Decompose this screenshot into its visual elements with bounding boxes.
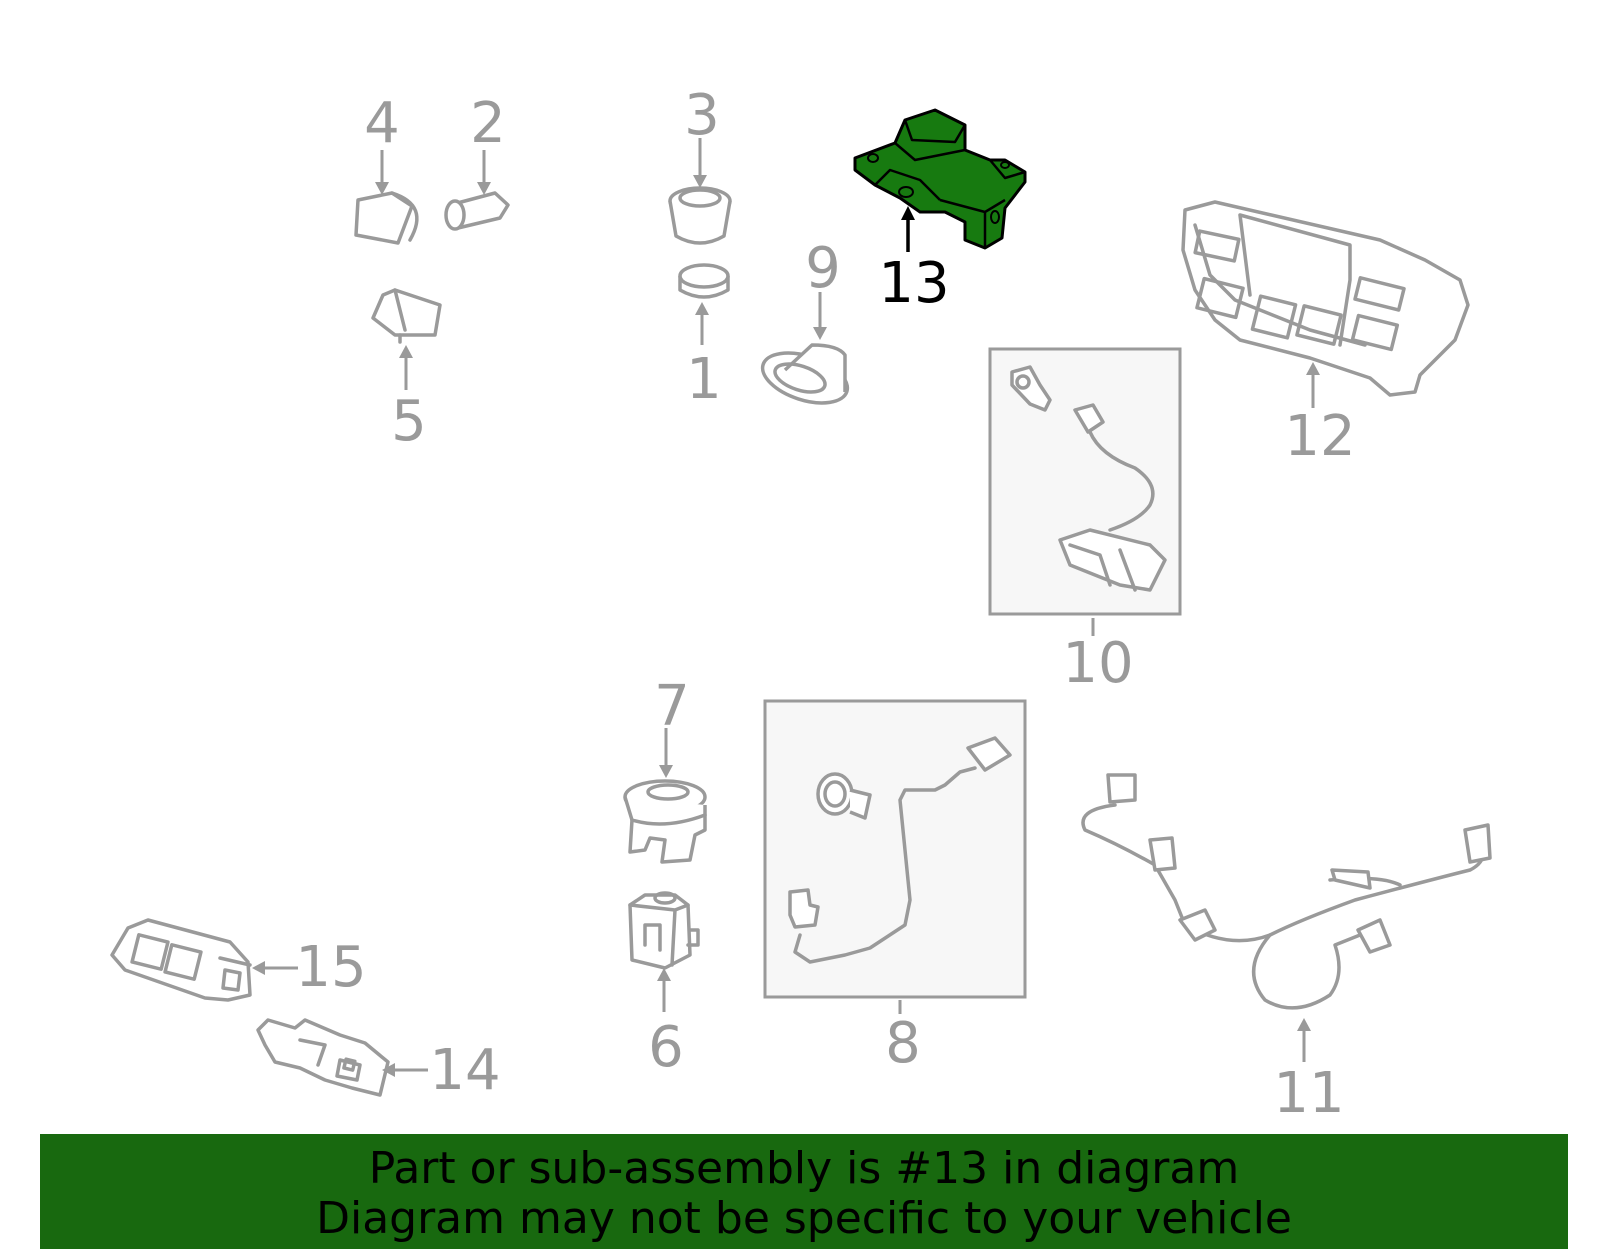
part-11[interactable]	[1081, 773, 1492, 1010]
banner-line-1: Part or sub-assembly is #13 in diagram	[368, 1143, 1240, 1194]
callout-15[interactable]: 15	[295, 935, 366, 1000]
callout-13[interactable]: 13	[878, 251, 949, 316]
callout-10[interactable]: 10	[1062, 631, 1133, 696]
banner-line-2: Diagram may not be specific to your vehi…	[316, 1193, 1292, 1244]
callout-7[interactable]: 7	[654, 674, 690, 739]
part-15[interactable]	[110, 918, 252, 1002]
info-banner: Part or sub-assembly is #13 in diagram D…	[40, 1134, 1568, 1249]
part-9[interactable]	[756, 343, 853, 412]
callout-12[interactable]: 12	[1284, 404, 1355, 469]
part-13-highlighted[interactable]	[853, 108, 1027, 250]
callout-9[interactable]: 9	[805, 236, 841, 301]
part-4[interactable]	[354, 191, 419, 245]
part-14[interactable]	[256, 1018, 390, 1097]
part-3[interactable]	[668, 186, 732, 245]
callout-14[interactable]: 14	[429, 1038, 500, 1103]
part-5[interactable]	[371, 288, 442, 344]
callout-5[interactable]: 5	[391, 389, 427, 454]
callout-4[interactable]: 4	[364, 91, 400, 156]
callout-8[interactable]: 8	[885, 1011, 921, 1076]
part-6[interactable]	[628, 891, 700, 970]
part-7[interactable]	[623, 779, 707, 864]
part-12[interactable]	[1181, 200, 1470, 397]
callout-6[interactable]: 6	[648, 1015, 684, 1080]
part-10-kit[interactable]	[988, 347, 1182, 616]
callout-1[interactable]: 1	[686, 347, 722, 412]
part-8-kit[interactable]	[763, 699, 1027, 999]
callout-3[interactable]: 3	[684, 83, 720, 148]
part-2[interactable]	[444, 191, 510, 231]
callout-11[interactable]: 11	[1273, 1061, 1344, 1126]
part-1[interactable]	[678, 263, 730, 299]
callout-2[interactable]: 2	[470, 91, 506, 156]
